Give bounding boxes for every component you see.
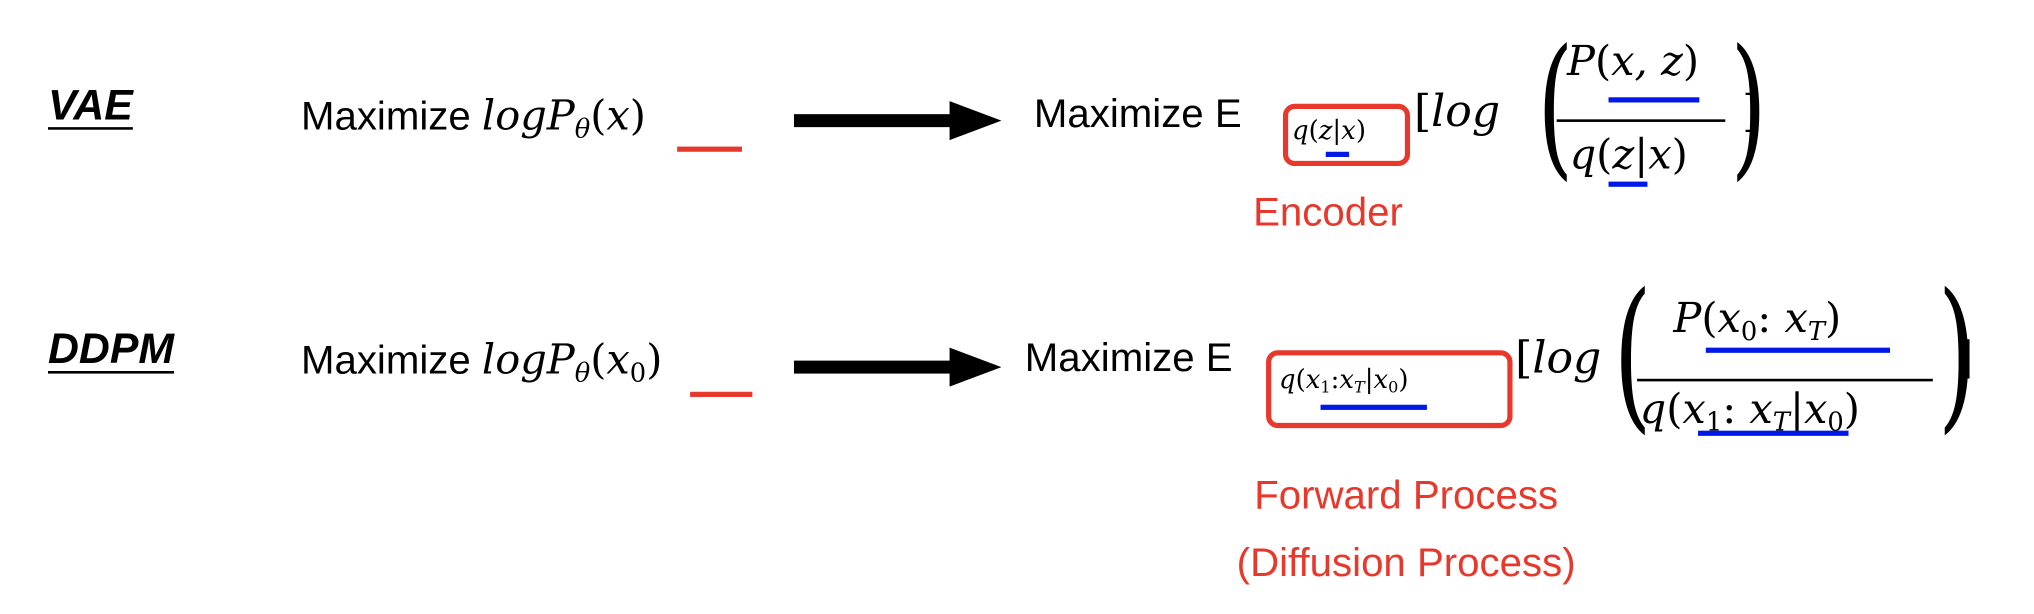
encoder-annotation: Encoder (1253, 189, 1403, 235)
annotation-line-1: Forward Process (1254, 472, 1559, 518)
fraction-bar (1637, 378, 1933, 382)
log-likelihood-expr: logPθ(x0) (481, 334, 663, 388)
fraction-bar (1556, 119, 1726, 122)
maximize-text: Maximize (300, 93, 482, 139)
xz-underline (1608, 97, 1700, 103)
z-denominator-underline (1608, 181, 1648, 187)
close-bracket: ] (1956, 332, 1974, 384)
ddpm-objective: Maximize logPθ(x0) (301, 335, 662, 388)
open-paren: ( (1613, 258, 1652, 449)
denominator: q(z|x) (1569, 129, 1688, 180)
expectation-subscript: q(x1:xT|x0) (1279, 363, 1409, 397)
x-underline (677, 146, 742, 152)
arrow-right-icon (793, 101, 1002, 141)
expectation-subscript: q(z|x) (1292, 114, 1366, 146)
close-bracket: ] (1742, 85, 1760, 138)
elbo-maximize: Maximize E (1033, 90, 1242, 137)
ddpm-label: DDPM (47, 324, 175, 373)
vae-label: VAE (47, 80, 133, 129)
maximize-text: Maximize (300, 337, 482, 383)
arrow-right-icon (793, 347, 1002, 387)
elbo-maximize: Maximize E (1024, 334, 1233, 381)
vae-objective: Maximize logPθ(x) (301, 91, 646, 144)
forward-process-highlight-box (1266, 350, 1513, 429)
log-likelihood-expr: logPθ(x) (481, 90, 647, 144)
open-paren: ( (1537, 15, 1574, 195)
numerator: P(x, z) (1567, 36, 1700, 86)
numerator: P(x0: xT) (1673, 293, 1842, 347)
annotation-line-2: (Diffusion Process) (1236, 539, 1576, 586)
encoder-highlight-box (1282, 103, 1411, 167)
denominator: q(x1: xT|x0) (1639, 383, 1860, 438)
x1-xT-underline (1320, 404, 1427, 410)
log-bracket: [log (1413, 85, 1501, 138)
x0-xT-underline (1705, 347, 1891, 353)
x1-xT-denominator-underline (1698, 430, 1849, 436)
z-underline (1325, 151, 1350, 157)
close-paren: ) (1937, 258, 1977, 449)
forward-process-annotation: Forward Process (Diffusion Process) (1196, 462, 1616, 597)
close-paren: ) (1730, 15, 1767, 195)
x0-underline (690, 391, 753, 397)
log-bracket: [log (1515, 332, 1602, 384)
